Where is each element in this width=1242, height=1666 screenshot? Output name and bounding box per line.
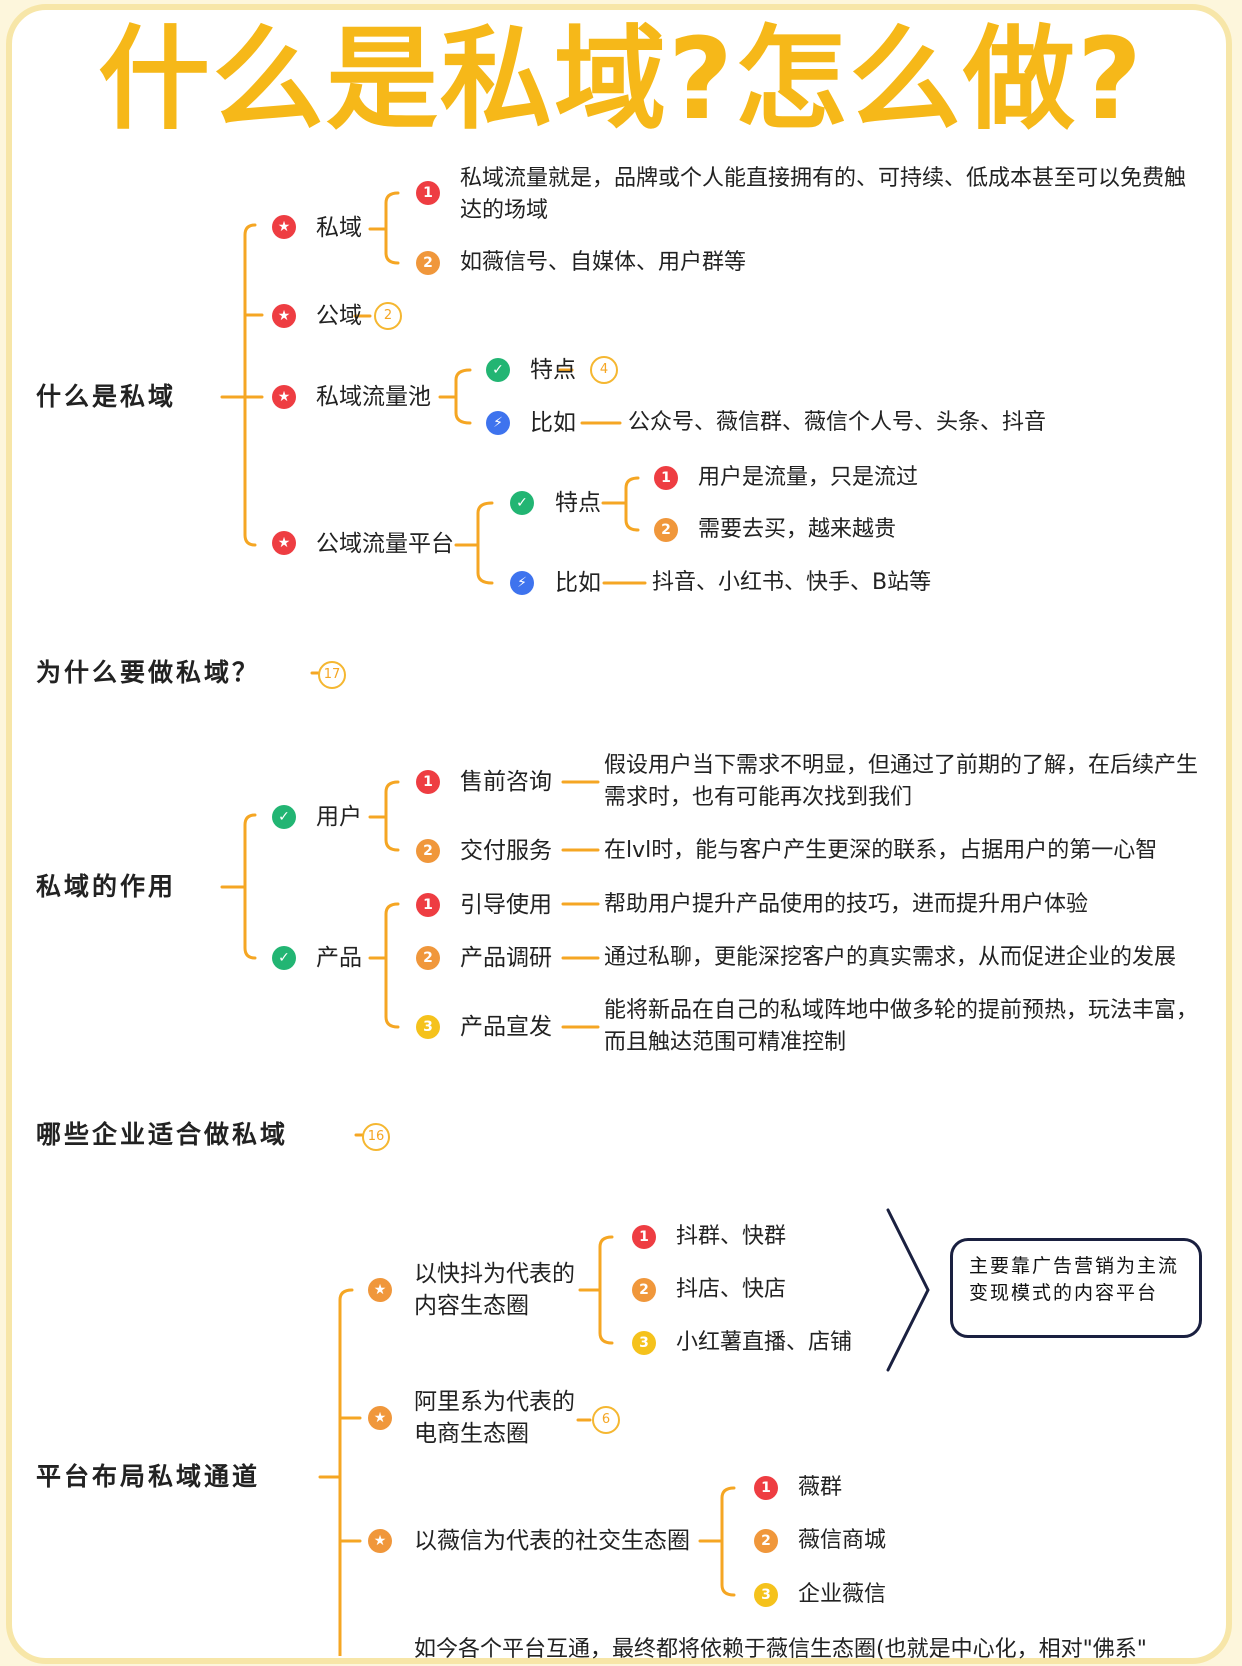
star-icon: ★ (368, 1278, 392, 1302)
platform-feature-2: 需要去买，越来越贵 (698, 517, 897, 542)
siyu-examples: 如薇信号、自媒体、用户群等 (460, 250, 747, 275)
pool-example: 比如 (530, 410, 576, 436)
product-item-text: 通过私聊，更能深挖客户的真实需求，从而促进企业的发展 (604, 945, 1177, 970)
social-item: 企业薇信 (798, 1582, 887, 1607)
footer-text: 如今各个平台互通，最终都将依赖于薇信生态圈(也就是中心化，相对"佛系" (414, 1637, 1147, 1662)
number-1-icon: 1 (416, 893, 440, 917)
bolt-icon: ⚡ (486, 411, 510, 435)
bolt-icon: ⚡ (510, 571, 534, 595)
number-1-icon: 1 (416, 770, 440, 794)
star-icon: ★ (368, 1529, 392, 1553)
collapsed-count-badge[interactable]: 17 (318, 661, 346, 689)
node-content-ecosystem: 以快抖为代表的内容生态圈 (414, 1261, 575, 1319)
product-item-text: 能将新品在自己的私域阵地中做多轮的提前预热，玩法丰富，而且触达范围可精准控制 (604, 998, 1199, 1055)
number-3-icon: 3 (416, 1015, 440, 1039)
siyu-definition: 私域流量就是，品牌或个人能直接拥有的、可持续、低成本甚至可以免费触达的场域 (460, 166, 1187, 223)
number-3-icon: 3 (632, 1331, 656, 1355)
number-2-icon: 2 (632, 1278, 656, 1302)
content-item: 小红薯直播、店铺 (676, 1330, 853, 1355)
root-platform-layout: 平台布局私域通道 (36, 1462, 261, 1491)
node-gongyu: 公域 (316, 303, 362, 329)
card-background (6, 4, 1232, 1664)
number-2-icon: 2 (416, 946, 440, 970)
collapsed-count-badge[interactable]: 6 (592, 1406, 620, 1434)
pool-feature: 特点 (530, 357, 576, 383)
number-2-icon: 2 (416, 839, 440, 863)
node-ecommerce-ecosystem: 阿里系为代表的电商生态圈 (414, 1389, 575, 1447)
number-1-icon: 1 (654, 466, 678, 490)
number-3-icon: 3 (754, 1583, 778, 1607)
number-1-icon: 1 (416, 181, 440, 205)
number-1-icon: 1 (632, 1225, 656, 1249)
social-item: 薇信商城 (798, 1528, 887, 1553)
platform-example-text: 抖音、小红书、快手、B站等 (652, 570, 932, 595)
root-what-is-private-domain: 什么是私域 (36, 382, 177, 411)
platform-feature-1: 用户是流量，只是流过 (698, 465, 919, 490)
user-item-label: 售前咨询 (460, 769, 552, 795)
root-role: 私域的作用 (36, 872, 177, 901)
social-item: 薇群 (798, 1475, 843, 1500)
callout-note: 主要靠广告营销为主流变现模式的内容平台 (950, 1238, 1202, 1338)
node-product: 产品 (316, 945, 362, 971)
node-social-ecosystem: 以薇信为代表的社交生态圈 (414, 1528, 690, 1554)
number-2-icon: 2 (416, 251, 440, 275)
node-user: 用户 (316, 804, 362, 830)
content-item: 抖群、快群 (676, 1224, 787, 1249)
user-item-label: 交付服务 (460, 838, 552, 864)
check-icon: ✓ (510, 491, 534, 515)
user-item-text: 在lvl时，能与客户产生更深的联系，占据用户的第一心智 (604, 838, 1158, 863)
star-icon: ★ (272, 215, 296, 239)
star-icon: ★ (272, 304, 296, 328)
number-1-icon: 1 (754, 1476, 778, 1500)
root-why-private-domain: 为什么要做私域？ (36, 658, 261, 687)
root-which-companies: 哪些企业适合做私域 (36, 1120, 289, 1149)
collapsed-count-badge[interactable]: 4 (590, 356, 618, 384)
node-public-platform: 公域流量平台 (316, 531, 454, 557)
product-item-label: 产品宣发 (460, 1014, 552, 1040)
page-title: 什么是私域?怎么做? (98, 15, 1144, 145)
node-private-pool: 私域流量池 (316, 384, 431, 410)
pool-example-text: 公众号、薇信群、薇信个人号、头条、抖音 (628, 410, 1047, 435)
collapsed-count-badge[interactable]: 2 (374, 302, 402, 330)
user-item-text: 假设用户当下需求不明显，但通过了前期的了解，在后续产生需求时，也有可能再次找到我… (604, 753, 1199, 810)
check-icon: ✓ (486, 358, 510, 382)
platform-example: 比如 (555, 570, 601, 596)
number-2-icon: 2 (754, 1529, 778, 1553)
star-icon: ★ (272, 385, 296, 409)
number-2-icon: 2 (654, 518, 678, 542)
check-icon: ✓ (272, 805, 296, 829)
check-icon: ✓ (272, 946, 296, 970)
content-item: 抖店、快店 (676, 1277, 787, 1302)
product-item-label: 引导使用 (460, 892, 552, 918)
platform-feature: 特点 (555, 490, 601, 516)
product-item-label: 产品调研 (460, 945, 552, 971)
product-item-text: 帮助用户提升产品使用的技巧，进而提升用户体验 (604, 892, 1089, 917)
star-icon: ★ (272, 531, 296, 555)
star-icon: ★ (368, 1406, 392, 1430)
node-siyu: 私域 (316, 215, 362, 241)
collapsed-count-badge[interactable]: 16 (362, 1123, 390, 1151)
